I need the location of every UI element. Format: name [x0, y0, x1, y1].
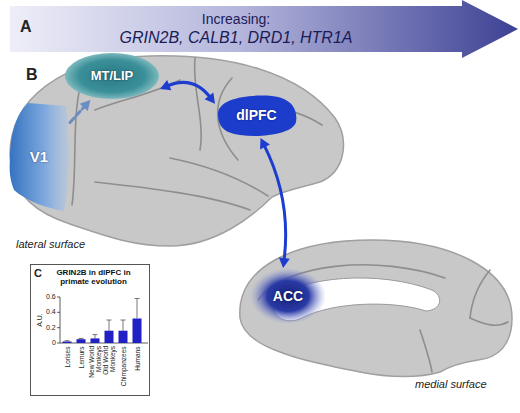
region-label: ACC [273, 288, 303, 304]
band-heading: Increasing: [202, 11, 270, 28]
arrow-head [160, 80, 171, 90]
arrow-head [260, 138, 270, 149]
connector-line [167, 82, 210, 97]
error-bar [79, 338, 84, 340]
bar [105, 331, 114, 343]
tick-label: 0.2 [46, 324, 56, 332]
error-bar [65, 340, 70, 342]
dlpfc-area [218, 96, 296, 136]
tick-label: 0.6 [46, 293, 56, 301]
brain-outline [10, 56, 343, 246]
tick [57, 327, 60, 328]
connector-line [264, 145, 286, 260]
surface-caption: medial surface [415, 378, 487, 390]
sulcus-line [170, 158, 268, 196]
region-label: dlPFC [236, 107, 276, 123]
v1-area [10, 103, 69, 211]
text-stack: dlPFC [215, 92, 298, 138]
arrow-head [80, 100, 91, 111]
region-label: MT/LIP [91, 68, 134, 84]
bar [119, 331, 128, 343]
sulcus-line [420, 330, 432, 372]
brain-region: V1 [8, 102, 70, 212]
bar [91, 338, 100, 343]
category-label: New World Monkeys [88, 346, 102, 392]
connector [260, 138, 290, 268]
connector [70, 100, 90, 123]
text-stack: ACC [250, 268, 326, 324]
sulcus-line [95, 182, 250, 210]
sulcus-line [470, 270, 490, 318]
y-axis [60, 297, 61, 343]
brain-region: ACC [250, 268, 326, 324]
tick-label: 0 [52, 339, 56, 347]
medial-brain: medial surface ACC [232, 232, 515, 402]
brain-region: dlPFC [215, 92, 298, 138]
tick-label: 0.4 [46, 308, 56, 316]
tick [57, 343, 60, 344]
error-bar [93, 335, 98, 339]
arrow-head [205, 93, 215, 104]
lateral-brain: lateral surface V1 MT/LIP dlPFC [6, 50, 348, 255]
category-label: Old World Monkeys [102, 346, 116, 392]
x-axis [60, 343, 148, 344]
sulcus-line [470, 318, 508, 325]
bar [133, 319, 142, 344]
connector-line [70, 106, 85, 123]
bar [63, 342, 72, 344]
bar [77, 339, 86, 343]
category-label: Lorises [64, 346, 71, 392]
gradient-arrow-band: Increasing:GRIN2B, CALB1, DRD1, HTR1A [10, 0, 518, 58]
chart-title: GRIN2B in dlPFC in primate evolution [54, 268, 133, 286]
tick [57, 312, 60, 313]
banner-arrow [10, 0, 518, 58]
surface-caption: lateral surface [16, 238, 85, 250]
acc-area [250, 268, 326, 324]
error-bar [121, 320, 126, 331]
arrow-head [279, 257, 290, 268]
panel-letter: C [34, 267, 42, 279]
connector [160, 80, 215, 104]
region-label: V1 [30, 149, 48, 165]
text-stack: MT/LIP [64, 52, 160, 100]
sulcus-line [195, 58, 202, 150]
brain-outline [240, 240, 512, 377]
mt-lip-area [65, 53, 159, 99]
panel-letter: A [20, 18, 32, 36]
panel-letter: B [26, 66, 38, 84]
text-stack: V1 [8, 102, 70, 212]
category-label: Chimpanzees [120, 346, 127, 392]
axis-title: A.U. [36, 313, 44, 327]
brain-region: MT/LIP [64, 52, 160, 100]
gene-list: GRIN2B, CALB1, DRD1, HTR1A [120, 28, 353, 48]
error-bar [135, 299, 140, 319]
tick [57, 297, 60, 298]
text-stack: Increasing:GRIN2B, CALB1, DRD1, HTR1A [10, 0, 518, 58]
category-label: Lemurs [78, 346, 85, 392]
category-label: Humans [134, 346, 141, 392]
error-bars [65, 299, 140, 342]
error-bar [107, 320, 112, 331]
